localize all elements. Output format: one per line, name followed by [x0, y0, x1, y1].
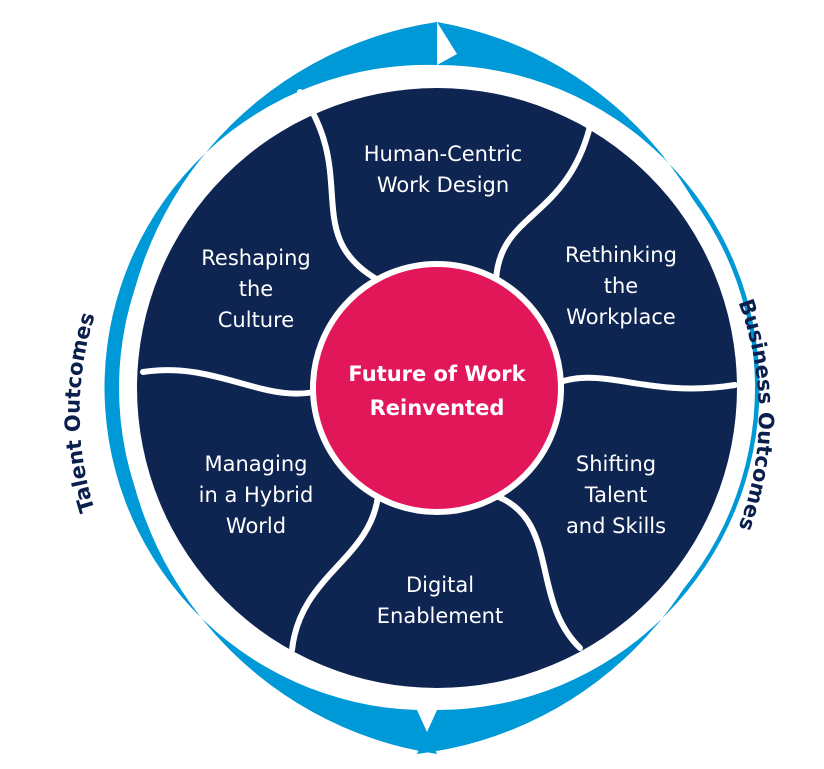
segment-line: the: [604, 274, 638, 298]
segment-line: Reshaping: [201, 246, 311, 270]
divider-left: [140, 367, 332, 397]
center-line-2: Reinvented: [370, 396, 505, 420]
segment-shifting-talent-and-skills: Shifting Talent and Skills: [566, 452, 666, 538]
segment-line: and Skills: [566, 514, 666, 538]
svg-text:Future of Work: Future of Work: [348, 362, 526, 386]
divider-bottom-left: [289, 493, 381, 653]
divider-top-right: [493, 115, 595, 283]
segment-line: World: [226, 514, 286, 538]
segment-human-centric-work-design: Human-Centric Work Design: [364, 142, 522, 197]
divider-bottom-right: [493, 493, 583, 651]
svg-text:Reinvented: Reinvented: [370, 396, 505, 420]
segment-line: the: [239, 277, 273, 301]
divider-top-left: [297, 89, 381, 283]
center-circle: [310, 261, 564, 515]
center-line-1: Future of Work: [348, 362, 526, 386]
segment-line: Rethinking: [565, 243, 677, 267]
segment-line: Enablement: [377, 604, 503, 628]
ring-label-left: Talent Outcomes: [61, 310, 100, 516]
segment-dividers: [140, 89, 738, 653]
ring-label-left-text: Talent Outcomes: [61, 310, 100, 516]
segment-digital-enablement: Digital Enablement: [377, 573, 503, 628]
segment-rethinking-the-workplace: Rethinking the Workplace: [565, 243, 677, 329]
segment-line: Human-Centric: [364, 142, 522, 166]
center-label: Future of Work Reinvented: [348, 362, 526, 420]
divider-right: [542, 374, 738, 392]
segment-line: Talent: [584, 483, 648, 507]
segment-line: Shifting: [576, 452, 656, 476]
segment-line: in a Hybrid: [199, 483, 314, 507]
segment-line: Managing: [205, 452, 308, 476]
segment-line: Culture: [218, 308, 294, 332]
segment-managing-in-a-hybrid-world: Managing in a Hybrid World: [199, 452, 314, 538]
segment-reshaping-the-culture: Reshaping the Culture: [201, 246, 311, 332]
segment-line: Workplace: [566, 305, 676, 329]
segment-line: Work Design: [377, 173, 509, 197]
segment-line: Digital: [406, 573, 474, 597]
